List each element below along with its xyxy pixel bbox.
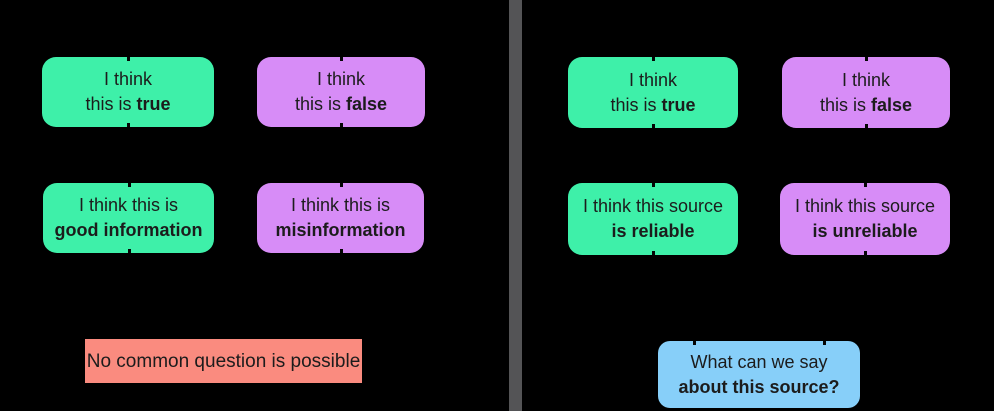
connector-stub [127,183,131,187]
belief-box-true-left: I think this is true [42,57,214,127]
box-line1: I think [316,69,366,89]
box-line2-bold: true [661,94,696,115]
connector-stub [823,341,826,345]
box-line2-regular: this is [294,94,346,114]
conclusion-line2-bold: about this source? [678,376,840,397]
belief-box-false-left: I think this is false [257,57,425,127]
box-line2: this is false [820,93,912,118]
box-line1: I think [103,69,153,89]
connector-stub [340,57,343,61]
box-line2-bold: false [870,94,913,115]
conclusion-no-common-question: No common question is possible [85,339,362,383]
connector-stub [652,251,655,255]
connector-stub [865,124,868,128]
box-line1: I think this source [794,196,936,216]
conclusion-text: No common question is possible [86,350,361,372]
connector-stub [339,249,343,253]
connector-stub [693,341,696,345]
box-line2: misinformation [275,218,405,243]
connector-stub [127,249,131,253]
connector-stub [865,57,868,61]
box-line2-bold: true [136,94,171,114]
panel-divider [509,0,522,411]
box-line2-regular: this is [85,94,137,114]
connector-stub [652,183,655,187]
connector-stub [127,57,130,61]
box-line1: I think this is [290,195,391,215]
box-line2-bold: is unreliable [812,221,918,241]
belief-box-good-information: I think this is good information [43,183,214,253]
conclusion-about-this-source: What can we say about this source? [658,341,860,408]
belief-box-false-right: I think this is false [782,57,950,128]
box-line1: I think [841,69,891,90]
connector-stub [864,183,867,187]
box-line1: I think [628,69,678,90]
box-line2: this is true [610,93,695,118]
box-line2: is reliable [611,219,694,244]
box-line1: I think this is [78,195,179,215]
connector-stub [652,57,655,61]
belief-box-source-unreliable: I think this source is unreliable [780,183,950,255]
box-line2-bold: false [345,94,388,114]
belief-box-misinformation: I think this is misinformation [257,183,424,253]
box-line2-bold: misinformation [275,220,406,240]
conclusion-line2: about this source? [678,375,839,400]
connector-stub [339,183,343,187]
box-line2-regular: this is [819,94,871,115]
conclusion-line1: What can we say [690,351,828,372]
box-line2-bold: is reliable [611,221,695,241]
box-line2: this is false [295,92,387,117]
box-line2: good information [55,218,203,243]
box-line2-regular: this is [610,94,662,115]
connector-stub [127,123,130,127]
box-line2: this is true [85,92,170,117]
box-line1: I think this source [582,196,724,216]
connector-stub [340,123,343,127]
box-line2-bold: good information [54,220,203,240]
belief-box-true-right: I think this is true [568,57,738,128]
connector-stub [652,124,655,128]
belief-box-source-reliable: I think this source is reliable [568,183,738,255]
box-line2: is unreliable [812,219,917,244]
connector-stub [864,251,867,255]
